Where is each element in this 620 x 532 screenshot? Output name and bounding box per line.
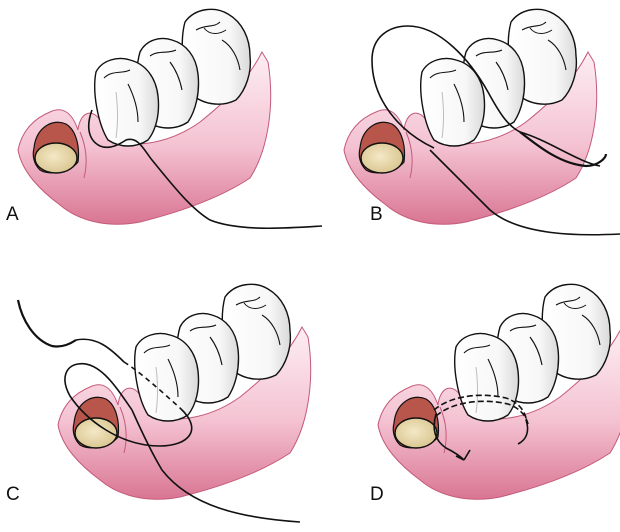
jaw-illustration-d bbox=[377, 283, 620, 500]
suture-knot-d-back bbox=[433, 394, 527, 419]
panel-b: B bbox=[343, 8, 620, 236]
suture-knot-d-right bbox=[455, 419, 529, 461]
suture-loop-c bbox=[64, 362, 193, 447]
suture-thread-a bbox=[87, 109, 323, 230]
panel-a: A bbox=[6, 8, 323, 230]
suture-thread-b bbox=[371, 25, 601, 167]
panel-label-d: D bbox=[370, 484, 384, 505]
panel-label-a: A bbox=[6, 204, 19, 225]
suture-tail-c bbox=[131, 409, 301, 523]
panel-d: D bbox=[370, 283, 620, 505]
panel-label-c: C bbox=[6, 484, 20, 505]
suture-knot-d-front bbox=[435, 400, 529, 425]
suture-needle-b bbox=[519, 131, 608, 168]
jaw-illustration-b bbox=[343, 8, 598, 225]
jaw-illustration-c bbox=[57, 283, 312, 500]
suture-knot-d-left bbox=[433, 413, 465, 461]
panel-c: C bbox=[6, 283, 312, 523]
suture-thread-c-top bbox=[75, 338, 125, 363]
jaw-illustration-a bbox=[17, 8, 272, 225]
suture-needle-c bbox=[16, 299, 77, 348]
panel-label-b: B bbox=[370, 204, 383, 225]
suture-tail-b bbox=[429, 149, 620, 236]
suture-thread-c-hidden bbox=[123, 361, 181, 409]
